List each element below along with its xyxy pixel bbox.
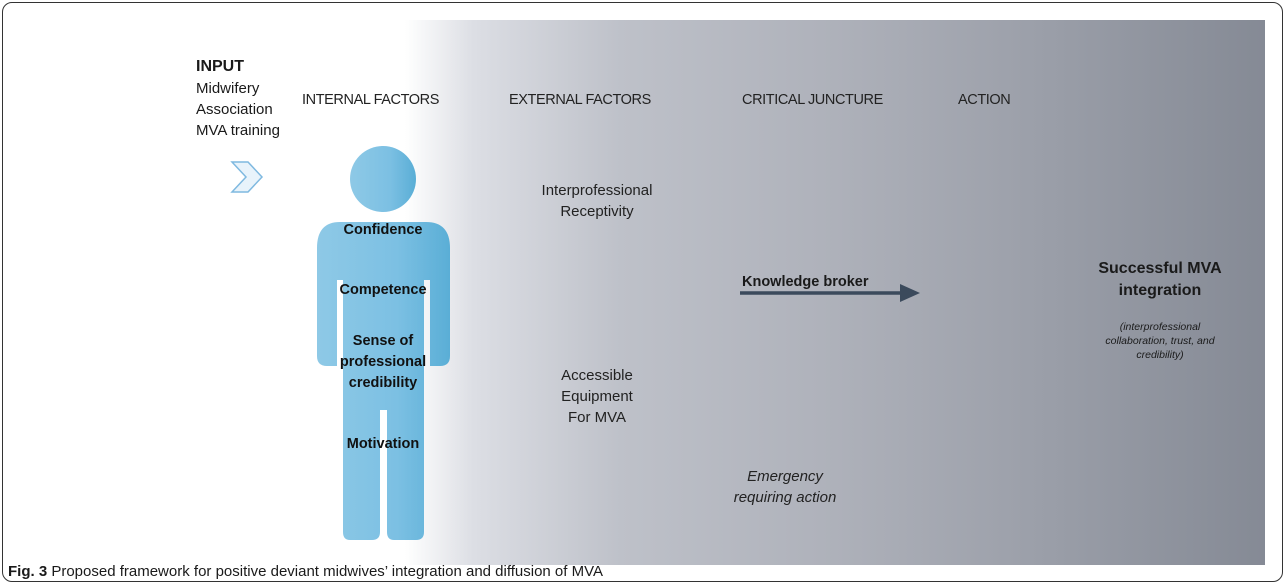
external-equipment-line-3: For MVA (567, 409, 627, 426)
chevron-right-icon (230, 161, 264, 193)
figure-caption: Fig. 3 Proposed framework for positive d… (8, 563, 603, 580)
header-internal-factors: INTERNAL FACTORS (302, 92, 440, 108)
knowledge-broker-label: Knowledge broker (742, 274, 869, 290)
external-receptivity-line-2: Receptivity (560, 203, 634, 220)
person-figure-icon (317, 146, 450, 540)
action-detail-line-3: credibility) (1136, 349, 1184, 361)
emergency-line-1: Emergency (747, 468, 823, 485)
figure-number: Fig. 3 (8, 563, 48, 580)
factor-motivation: Motivation (346, 436, 420, 452)
emergency-line-2: requiring action (733, 489, 837, 506)
header-action: ACTION (958, 92, 1011, 108)
external-equipment-line-2: Equipment (561, 388, 633, 405)
header-external-factors: EXTERNAL FACTORS (509, 92, 651, 108)
input-line-1: Midwifery (196, 80, 260, 97)
input-line-2: Association (196, 101, 273, 118)
factor-credibility: credibility (348, 375, 418, 391)
action-title-line-1: Successful MVA (1098, 260, 1222, 277)
factor-sense-of: Sense of (352, 333, 414, 349)
input-title: INPUT (196, 58, 244, 75)
external-receptivity-line-1: Interprofessional (541, 182, 653, 199)
header-critical-juncture: CRITICAL JUNCTURE (742, 92, 883, 108)
input-line-3: MVA training (196, 122, 280, 139)
action-title-line-2: integration (1118, 282, 1202, 299)
factor-confidence: Confidence (343, 222, 423, 238)
factor-professional: professional (339, 354, 427, 370)
action-detail-line-2: collaboration, trust, and (1105, 335, 1215, 347)
right-arrow-icon (740, 284, 920, 302)
factor-competence: Competence (339, 282, 427, 298)
external-equipment-line-1: Accessible (561, 367, 633, 384)
caption-text: Proposed framework for positive deviant … (47, 563, 603, 580)
action-detail-line-1: (interprofessional (1119, 321, 1201, 333)
